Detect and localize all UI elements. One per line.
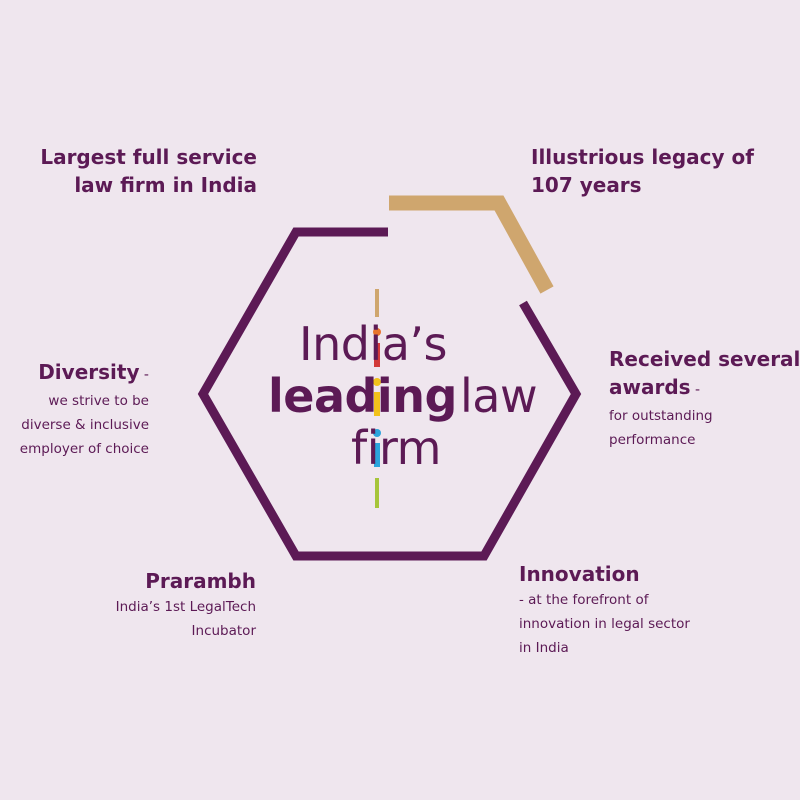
callout-awards-heading1: Received several xyxy=(609,347,800,371)
callout-innovation-heading: Innovation xyxy=(519,562,640,586)
dot-yellow xyxy=(373,378,381,386)
callout-awards: Received several awards - for outstandin… xyxy=(609,345,800,452)
callout-innovation: Innovation - at the forefront of innovat… xyxy=(519,560,690,660)
callout-awards-desc2: performance xyxy=(609,432,696,448)
callout-prarambh-heading: Prarambh xyxy=(145,569,256,593)
callout-prarambh: Prarambh India’s 1st LegalTech Incubator xyxy=(116,567,256,643)
callout-innovation-desc2: innovation in legal sector xyxy=(519,616,690,632)
callout-awards-title: awards xyxy=(609,375,691,399)
callout-diversity-heading: Diversity - xyxy=(20,358,149,389)
center-word-firm: firm xyxy=(351,421,441,475)
callout-innovation-desc1: - at the forefront of xyxy=(519,592,649,608)
callout-largest-line2: law firm in India xyxy=(74,173,257,197)
callout-legacy: Illustrious legacy of 107 years xyxy=(531,143,754,199)
stem-yellow xyxy=(374,392,380,416)
callout-awards-dash: - xyxy=(690,382,701,398)
callout-diversity: Diversity - we strive to be diverse & in… xyxy=(20,358,149,461)
callout-awards-heading2: awards - xyxy=(609,373,800,404)
callout-prarambh-desc1: India’s 1st LegalTech xyxy=(115,599,256,615)
callout-diversity-title: Diversity xyxy=(38,360,140,384)
center-word-law: law xyxy=(460,369,538,423)
callout-largest-line1: Largest full service xyxy=(40,145,257,169)
callout-awards-desc1: for outstanding xyxy=(609,408,713,424)
callout-diversity-desc3: employer of choice xyxy=(19,441,149,457)
stem-blue xyxy=(374,443,380,467)
callout-legacy-line1: Illustrious legacy of xyxy=(531,145,754,169)
callout-largest: Largest full service law firm in India xyxy=(40,143,257,199)
callout-innovation-desc3: in India xyxy=(519,640,569,656)
callout-diversity-desc2: diverse & inclusive xyxy=(21,417,149,433)
center-word-indias: India’s xyxy=(299,317,447,371)
callout-prarambh-desc2: Incubator xyxy=(191,623,256,639)
center-word-leading: leading xyxy=(268,369,457,423)
dot-orange xyxy=(373,328,381,336)
callout-diversity-desc1: we strive to be xyxy=(48,393,149,409)
callout-legacy-line2: 107 years xyxy=(531,173,642,197)
stem-red xyxy=(374,343,380,367)
hexagon-gold-segment xyxy=(389,195,554,294)
callout-diversity-dash: - xyxy=(139,367,149,383)
hexagon-outline xyxy=(197,227,582,561)
dot-blue xyxy=(373,429,381,437)
